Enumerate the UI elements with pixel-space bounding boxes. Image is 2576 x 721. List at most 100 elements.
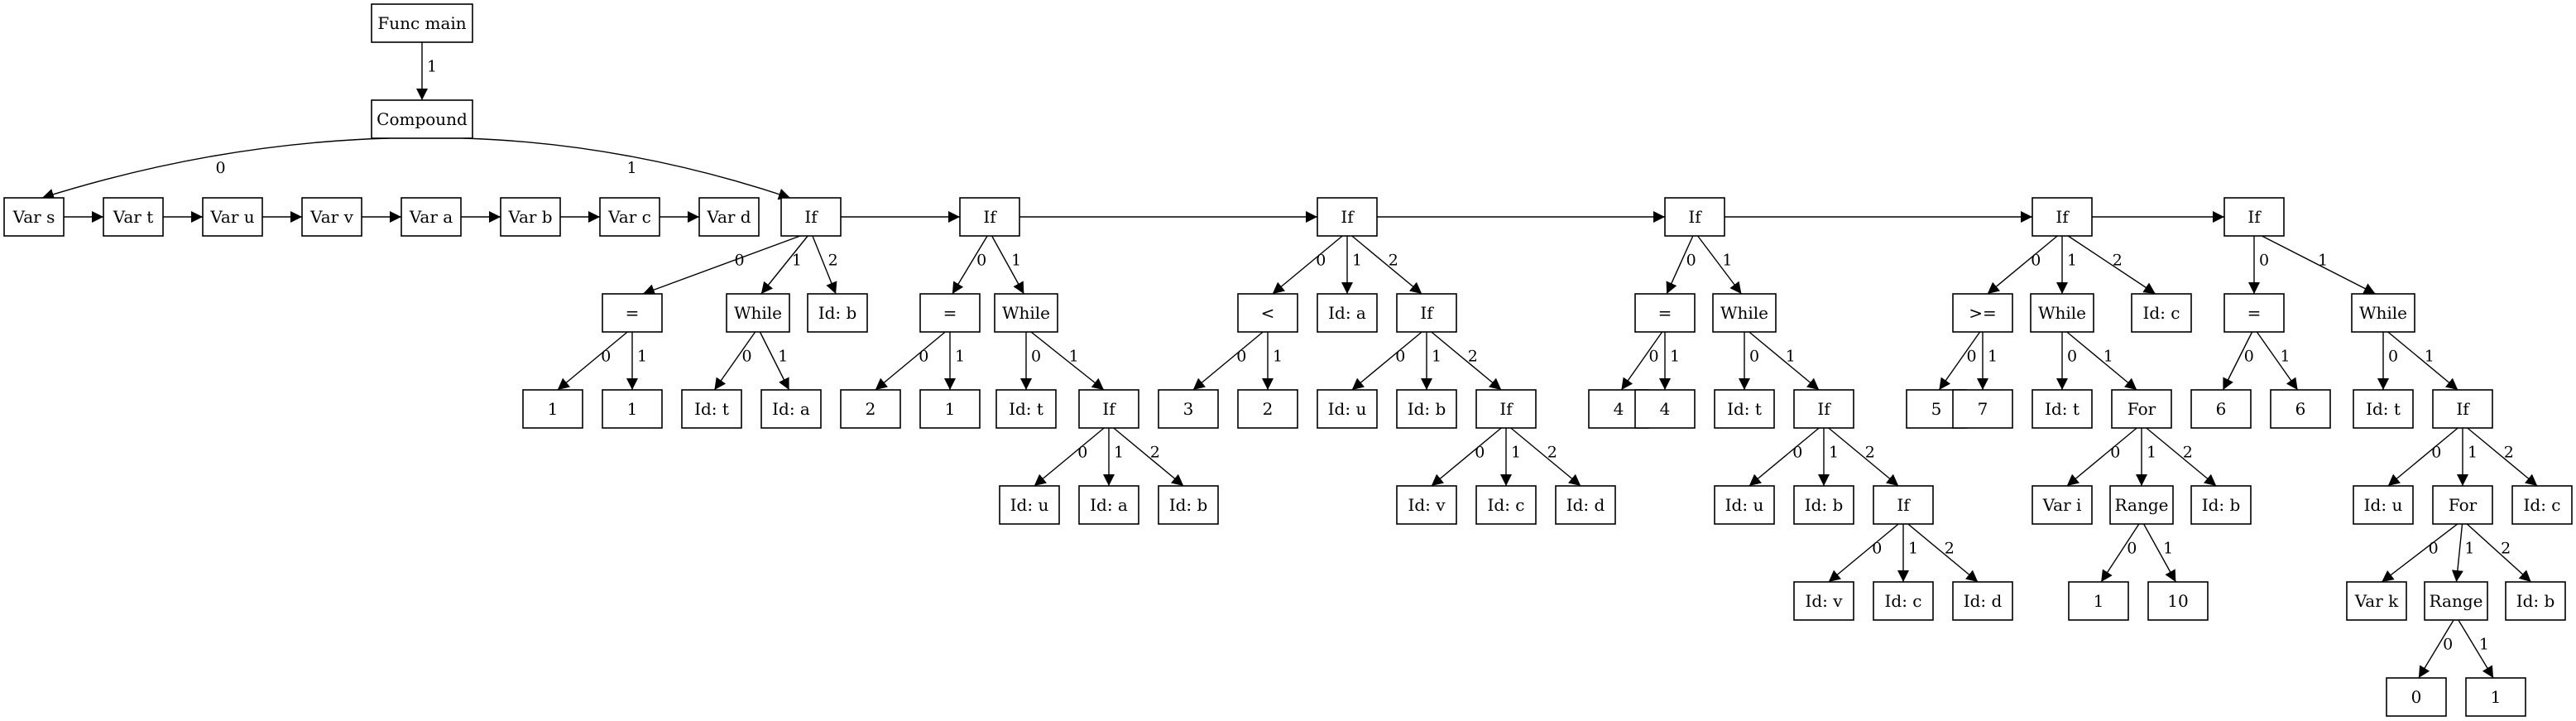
node-label: Var u: [209, 207, 254, 227]
node-if3_if: If: [1396, 293, 1457, 333]
edge-label: 0: [1872, 540, 1882, 558]
node-vb: Var b: [500, 197, 561, 237]
node-vs: Var s: [3, 197, 65, 237]
edge-label: 0: [2431, 444, 2441, 462]
edge-label: 1: [2318, 252, 2328, 270]
node-if6_range_r: 1: [2465, 677, 2526, 717]
node-if5_for_i: Var i: [2032, 485, 2093, 525]
node-vu: Var u: [202, 197, 263, 237]
edge-label: 1: [1432, 348, 1442, 366]
node-box: [807, 293, 868, 333]
node-if5_for_b: Id: b: [2190, 485, 2252, 525]
edge-if1-if1_wh: [760, 235, 808, 295]
node-if6_for_k: Var k: [2346, 581, 2407, 621]
edge-label: 1: [1670, 348, 1680, 366]
node-if4_wh_if_if_c: Id: c: [1873, 581, 1934, 621]
edge-label: 0: [216, 159, 226, 177]
node-label: Var b: [507, 207, 552, 227]
node-if6_wh_t: Id: t: [2353, 389, 2414, 429]
edge-label: 1: [2425, 348, 2434, 366]
node-if2_eq_r: 1: [919, 389, 981, 429]
node-box: [2190, 485, 2252, 525]
edge-label: 0: [1236, 348, 1246, 366]
node-if2_wh: While: [994, 293, 1058, 333]
edge-if6_wh_if_for-if6_for_k: [2381, 523, 2458, 583]
node-if6_wh_if_c: Id: c: [2511, 485, 2573, 525]
node-label: Id: t: [2366, 399, 2401, 419]
edge-if1-if1_eq: [642, 235, 801, 296]
node-label: If: [1341, 207, 1355, 227]
node-label: Id: c: [2143, 303, 2180, 323]
node-box: [1475, 485, 1537, 525]
node-label: Id: b: [1805, 495, 1844, 515]
edge-label: 1: [2468, 444, 2478, 462]
node-box: [2068, 581, 2129, 621]
node-box: [1237, 389, 1298, 429]
node-label: If: [1102, 399, 1116, 419]
node-if4_wh_if_b: Id: b: [1793, 485, 1854, 525]
node-label: =: [1658, 303, 1672, 323]
node-label: Id: t: [2045, 399, 2080, 419]
node-label: Id: d: [1964, 591, 2003, 611]
node-box: [602, 293, 663, 333]
node-label: If: [1688, 207, 1702, 227]
edge-label: 2: [1865, 444, 1875, 462]
node-label: For: [2127, 399, 2156, 419]
edge-label: 1: [2067, 252, 2077, 270]
node-box: [1714, 389, 1775, 429]
edge-label: 0: [741, 348, 751, 366]
node-box: [2147, 581, 2209, 621]
node-label: Id: b: [818, 303, 857, 323]
edge-if5_wh_for-if5_for_i: [2066, 427, 2137, 487]
node-box: [2351, 293, 2415, 333]
node-label: 5: [1931, 399, 1942, 419]
edge-label: 2: [1468, 348, 1478, 366]
edge-label: 0: [1031, 348, 1041, 366]
edge-label: 1: [1722, 252, 1732, 270]
node-label: If: [1420, 303, 1434, 323]
node-if5_c: Id: c: [2131, 293, 2192, 333]
node-box: [1714, 485, 1775, 525]
node-if3_if_u: Id: u: [1317, 389, 1378, 429]
edge-if2_wh_if-if2_wh_if_b: [1113, 427, 1184, 487]
node-label: 3: [1183, 399, 1194, 419]
node-if3_a: Id: a: [1317, 293, 1378, 333]
edge-if5-if5_ge: [1987, 235, 2058, 295]
edge-if5_wh_for-if5_for_b: [2146, 427, 2217, 487]
node-box: [2465, 677, 2526, 717]
edge-label: 0: [2110, 444, 2120, 462]
node-box: [1396, 293, 1457, 333]
edge-label: 0: [1749, 348, 1759, 366]
node-box: [500, 197, 561, 237]
node-label: Id: t: [694, 399, 729, 419]
node-if4_wh_if_u: Id: u: [1714, 485, 1775, 525]
edge-label: 0: [1316, 252, 1326, 270]
edge-label: 0: [2429, 540, 2439, 558]
edge-if1-if1_b: [812, 235, 837, 295]
edge-label: 0: [2259, 252, 2269, 270]
node-if4_wh_t: Id: t: [1714, 389, 1775, 429]
edge-label: 1: [1069, 348, 1079, 366]
node-box: [1158, 389, 1219, 429]
node-if5_ge: >=: [1952, 293, 2013, 333]
node-if5_for_range: Range: [2109, 485, 2174, 525]
node-label: Var d: [706, 207, 751, 227]
node-if6_range_l: 0: [2386, 677, 2447, 717]
node-label: Id: c: [1885, 591, 1922, 611]
edge-label: 2: [2113, 252, 2123, 270]
node-box: [1952, 293, 2013, 333]
edge-label: 0: [2127, 540, 2137, 558]
node-label: Id: t: [1727, 399, 1762, 419]
node-main: Func main: [371, 3, 473, 43]
node-box: [994, 293, 1058, 333]
node-if1_eq_l: 1: [522, 389, 583, 429]
node-box: [1396, 485, 1457, 525]
edge-if6_wh_if_for-if6_for_b: [2466, 523, 2532, 583]
edge-label: 0: [2067, 348, 2077, 366]
node-if3_if_if_v: Id: v: [1396, 485, 1457, 525]
node-label: Id: b: [2202, 495, 2241, 515]
node-label: 1: [945, 399, 956, 419]
edge-label: 1: [1829, 444, 1839, 462]
node-if5_ge_r: 7: [1952, 389, 2013, 429]
